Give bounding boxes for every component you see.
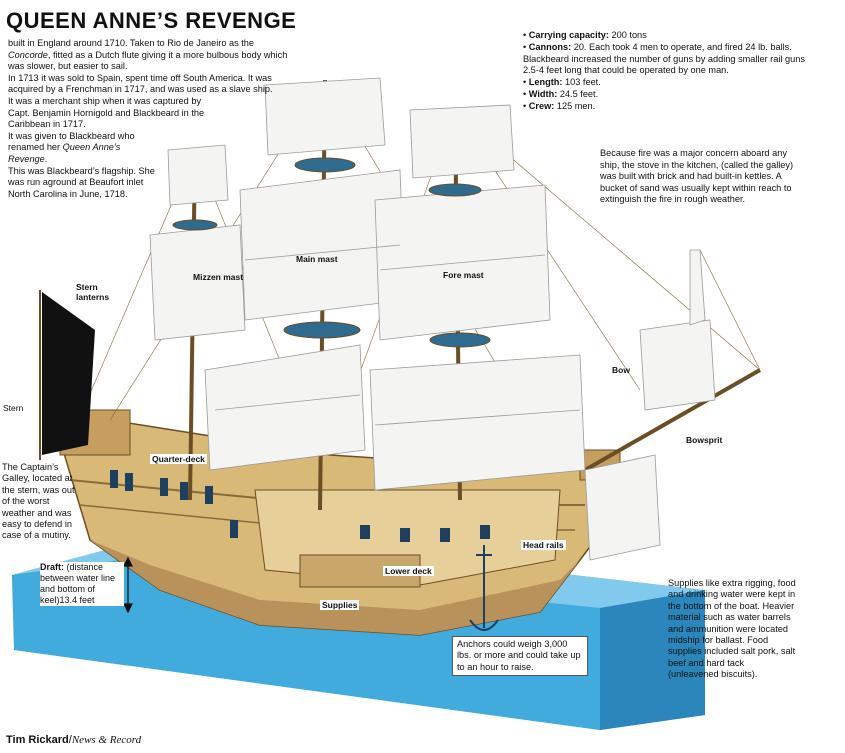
anchor-note: Anchors could weigh 3,000 lbs. or more a… [452,636,588,677]
spec-item: • Carrying capacity: 200 tons [523,30,647,40]
sails [149,77,716,561]
spec-item: • Crew: 125 men. [523,100,596,111]
label-stern: Stern [3,403,24,413]
spec-item: • Width: 24.5 feet. [523,88,599,99]
stern-flag [39,290,95,460]
page-title: QUEEN ANNE’S REVENGE [6,8,297,33]
crows-nests [172,157,491,348]
spec-item: • Cannons: 20. Each took 4 men to operat… [523,41,805,76]
history-paragraph-5: This was Blackbeard’s flagship. She was … [8,165,155,199]
captain-galley-note: The Captain’s Galley, located at the ste… [2,462,75,541]
anchor [469,545,499,631]
galley-note: Because fire was a major concern aboard … [600,148,794,205]
supplies-note: Supplies like extra rigging, food and dr… [668,578,796,680]
label-head-rails: Head rails [521,540,566,550]
label-quarter-deck: Quarter-deck [150,454,207,464]
label-main-mast: Main mast [296,254,338,264]
label-bowsprit: Bowsprit [686,435,723,445]
label-mizzen-mast: Mizzen mast [193,272,244,282]
label-stern-lanterns: Stern lanterns [76,282,110,302]
history-paragraph-4: It was given to Blackbeard who renamed h… [8,130,135,164]
history-paragraph-1: built in England around 1710. Taken to R… [8,38,288,72]
cannons [110,470,490,542]
label-lower-deck: Lower deck [383,566,434,576]
label-fore-mast: Fore mast [443,270,484,280]
credit-line: Tim Rickard/News & Record [6,734,142,746]
history-text: built in England around 1710. Taken to R… [8,38,298,200]
specs-list: • Carrying capacity: 200 tons • Cannons:… [523,30,823,113]
history-paragraph-2: In 1713 it was sold to Spain, spent time… [8,72,273,95]
label-bow: Bow [612,365,630,375]
label-supplies: Supplies [320,600,360,610]
history-paragraph-3: It was a merchant ship when it was captu… [8,95,205,130]
draft-note: Draft: (distance between water line and … [40,562,124,606]
spec-item: • Length: 103 feet. [523,77,601,88]
draft-arrow [123,556,133,614]
